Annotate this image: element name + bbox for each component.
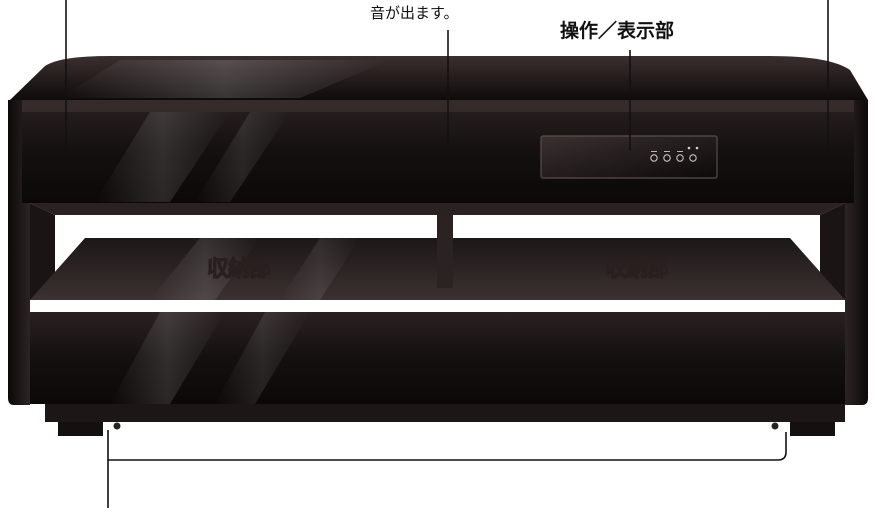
- sound-output-caption: 音が出ます。: [370, 4, 459, 22]
- foot-left: [58, 422, 103, 436]
- open-shelf: [30, 203, 845, 303]
- indicator-light-icon: [695, 146, 699, 150]
- storage-label-right: 収納部: [604, 257, 669, 282]
- volume-up-button-icon[interactable]: [689, 154, 697, 162]
- foot-right: [790, 422, 835, 436]
- control-display-caption: 操作／表示部: [560, 20, 675, 42]
- storage-label-left: 収納部: [206, 257, 271, 282]
- caster-right-icon: [771, 422, 779, 430]
- top-surface: [10, 56, 868, 100]
- control-display-panel: [540, 135, 718, 179]
- volume-down-button-icon[interactable]: [676, 154, 684, 162]
- base-plinth: [45, 404, 845, 422]
- leader-lines: [65, 0, 829, 508]
- center-divider: [437, 215, 453, 288]
- upper-front-panel: [22, 100, 854, 203]
- power-button-icon[interactable]: [650, 154, 658, 162]
- caster-left-icon: [113, 422, 121, 430]
- input-button-icon[interactable]: [663, 154, 671, 162]
- lower-front-panel: [30, 300, 845, 404]
- leader-line-casters: [107, 430, 787, 461]
- indicator-light-icon: [687, 146, 691, 150]
